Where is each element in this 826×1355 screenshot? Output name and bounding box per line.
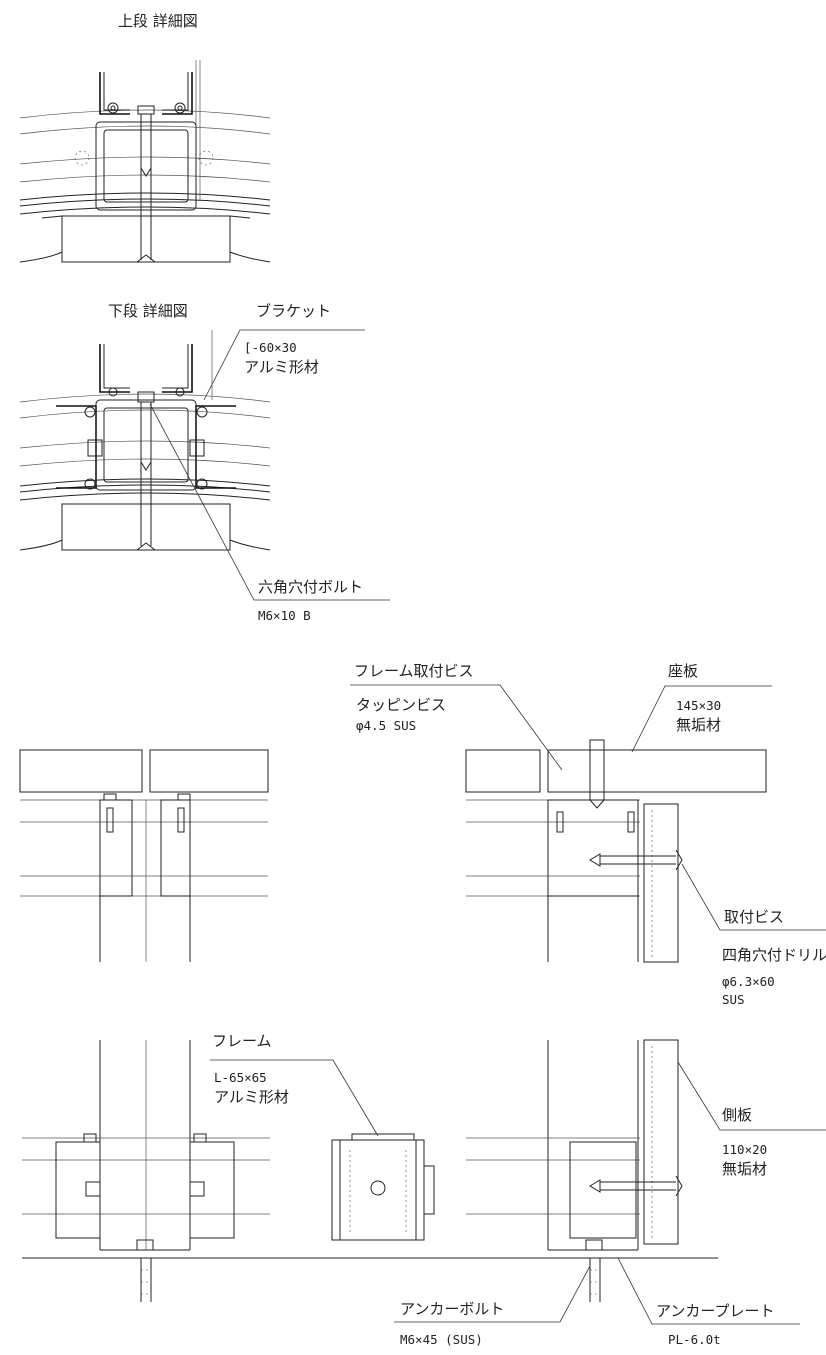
side-board-spec-1: 110×20 — [722, 1142, 767, 1157]
mount-screw-spec-3: SUS — [722, 992, 745, 1007]
mount-screw-label: 取付ビス — [724, 908, 784, 926]
side-board-leader — [677, 1061, 826, 1131]
frame-screw-spec-1: タッピンビス — [356, 696, 446, 714]
bracket-leader — [203, 329, 365, 401]
upper-detail-view: 上段 詳細図 — [19, 12, 271, 263]
anchor-plate-spec: PL-6.0t — [668, 1332, 721, 1347]
seat-board-label: 座板 — [668, 662, 698, 680]
upper-detail-title: 上段 詳細図 — [118, 12, 198, 30]
frame-spec-2: アルミ形材 — [214, 1088, 289, 1106]
bottom-elevations: フレーム L-65×65 アルミ形材 側板 110×20 無垢材 アンカーボルト… — [22, 1032, 826, 1347]
frame-screw-leader — [350, 684, 563, 771]
frame-screw-spec-2: φ4.5 SUS — [356, 718, 416, 733]
hex-bolt-spec: M6×10 B — [258, 608, 311, 623]
side-board-lower — [643, 1039, 679, 1245]
middle-left-elevation — [19, 749, 269, 962]
anchor-plate-leader — [617, 1257, 800, 1325]
seat-board-spec-2: 無垢材 — [676, 716, 721, 734]
lower-detail-view: 下段 詳細図 ブラケット — [19, 302, 390, 623]
mount-screw-spec-2: φ6.3×60 — [722, 974, 775, 989]
frame-screw-label: フレーム取付ビス — [354, 662, 474, 680]
anchor-bolt-spec: M6×45 (SUS) — [400, 1332, 483, 1347]
anchor-bolt-label: アンカーボルト — [400, 1300, 504, 1318]
bracket-spec-2: アルミ形材 — [244, 358, 319, 376]
hex-bolt-leader — [149, 403, 390, 601]
anchor-bolt-leader — [394, 1265, 591, 1323]
lower-seat-board — [61, 503, 231, 551]
side-board-upper — [643, 803, 679, 963]
seat-board-leader — [631, 685, 772, 753]
lower-detail-title: 下段 詳細図 — [108, 302, 188, 320]
frame-label: フレーム — [212, 1032, 272, 1050]
middle-right-elevation: フレーム取付ビス タッピンビス φ4.5 SUS 座板 145×30 無垢材 取… — [350, 662, 826, 1007]
side-board-label: 側板 — [722, 1106, 752, 1124]
frame-spec-1: L-65×65 — [214, 1070, 267, 1085]
bracket-spec-1: [-60×30 — [244, 340, 297, 355]
anchor-plate-label: アンカープレート — [656, 1302, 775, 1320]
bracket-label: ブラケット — [256, 302, 331, 320]
seat-board-spec-1: 145×30 — [676, 698, 721, 713]
hex-bolt-label: 六角穴付ボルト — [258, 578, 363, 596]
side-board-spec-2: 無垢材 — [722, 1160, 767, 1178]
mount-screw-spec-1: 四角穴付ドリル — [722, 946, 826, 964]
frame-leader — [210, 1059, 379, 1137]
upper-seat-board — [61, 215, 231, 263]
frame-angle-detail — [331, 1139, 425, 1241]
mount-screw-leader — [681, 863, 826, 931]
